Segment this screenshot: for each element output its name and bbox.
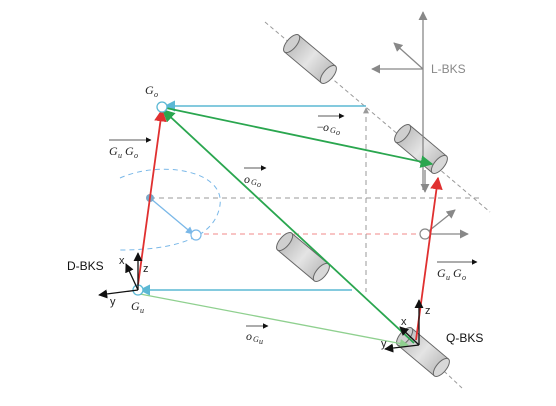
q-bks-frame: z x y Q-BKS [381,299,483,353]
label-vector-gu-go-left: G u G o [109,137,152,160]
svg-text:o: o [134,151,138,160]
q-bks-label: Q-BKS [446,331,483,345]
g-u-main: G [131,299,140,313]
svg-text:o: o [246,329,252,343]
rotation-point-end [190,229,202,241]
d-bks-label: D-BKS [67,259,104,273]
q-axis-z-label: z [425,305,431,317]
l-bks-frame: L-BKS [371,11,466,190]
svg-text:G: G [253,335,259,344]
red-arrow-left-gu-go [137,108,167,286]
d-bks-frame: x y z D-BKS [67,252,149,308]
svg-text:o: o [462,273,466,282]
g-o-sub: o [154,90,158,99]
svg-text:−: − [316,120,324,134]
svg-text:G: G [109,144,118,158]
q-axis-y-label: y [381,338,387,350]
svg-text:G: G [437,266,446,280]
svg-text:o: o [323,120,329,134]
d-axis-y-label: y [110,296,116,308]
label-vector-o-go: o G o [244,165,267,189]
rotation-arc-dashed [119,168,221,251]
svg-text:u: u [259,337,263,346]
g-o-main: G [145,83,154,97]
red-arrow-right-gu-go [415,176,443,341]
svg-text:u: u [118,151,122,160]
light-green-arrow-o-gu [139,293,409,348]
svg-text:u: u [446,273,450,282]
svg-text:G: G [330,126,336,135]
label-g-u: G u [131,299,144,315]
svg-text:G: G [125,144,134,158]
l-bks-label: L-BKS [431,62,466,76]
label-vector-neg-o-go: − o G o [316,113,345,137]
cylinder-right [394,124,448,174]
label-vector-o-gu: o G u [246,323,269,346]
svg-text:o: o [257,180,261,189]
label-g-o: G o [145,83,158,99]
cylinder-top [283,34,337,84]
svg-text:o: o [244,172,250,186]
point-g-o [156,101,168,113]
cylinder-middle [276,232,330,282]
svg-text:G: G [251,178,257,187]
g-u-sub: u [140,306,144,315]
green-arrow-neg-o-go [165,107,434,168]
label-vector-gu-go-right: G u G o [437,259,478,282]
green-arrow-o-go [162,109,415,344]
blue-rotation-arrow [149,197,194,235]
d-axis-x-label: x [119,255,125,267]
intermediate-frame [419,170,469,240]
d-axis-z-label: z [143,263,149,275]
q-axis-x-label: x [401,316,407,328]
svg-text:o: o [336,128,340,137]
svg-text:G: G [453,266,462,280]
